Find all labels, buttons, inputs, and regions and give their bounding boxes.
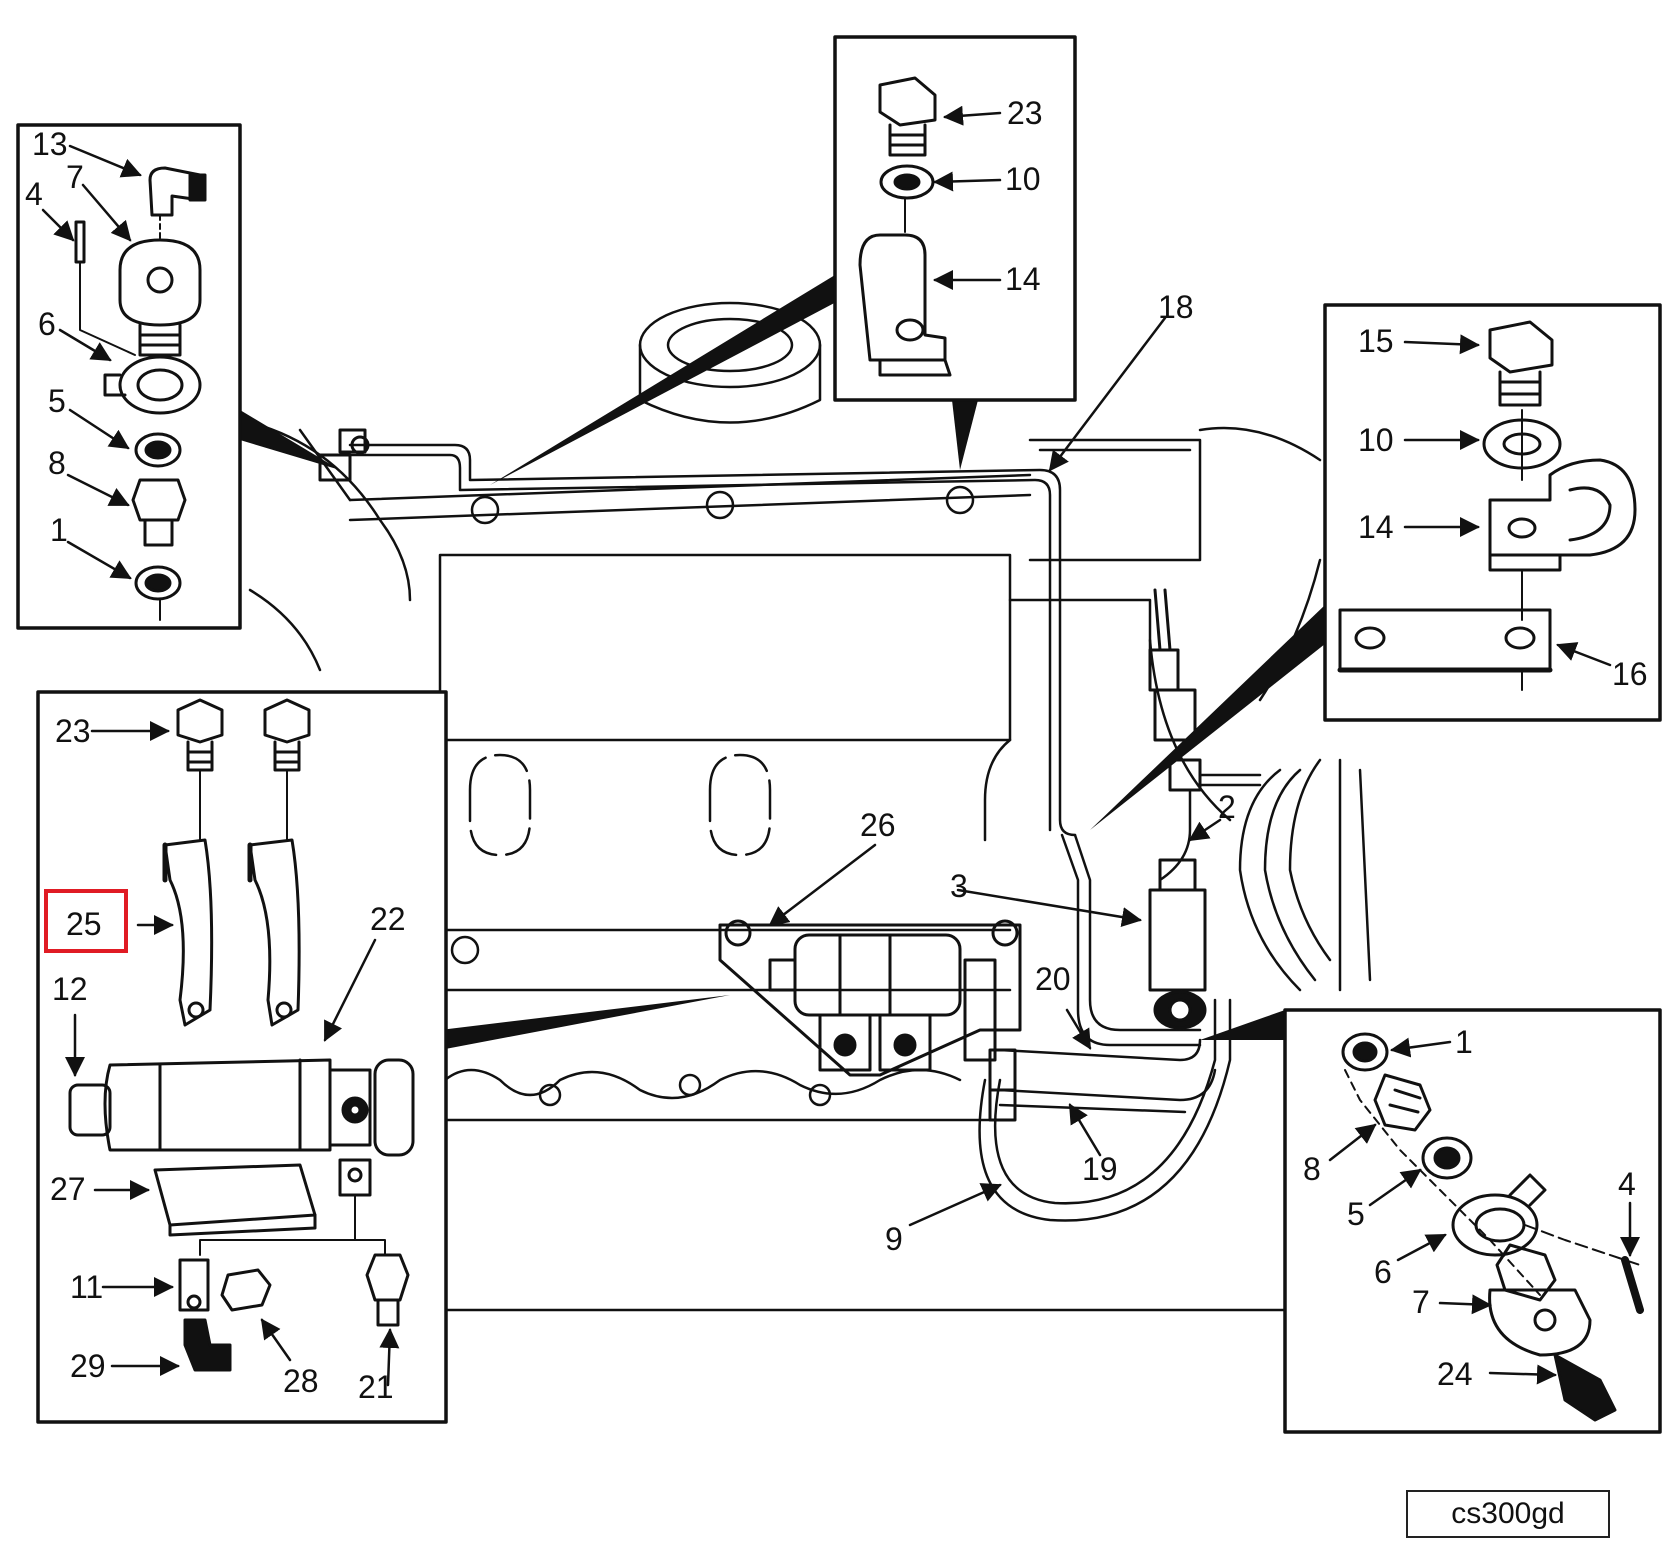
- figure-code-label: cs300gd: [1406, 1490, 1610, 1538]
- inset-middle-left-parts: [68, 698, 415, 1372]
- callout-4: 4: [1618, 1166, 1636, 1202]
- inset-top-left-parts: [74, 166, 207, 621]
- callout-8: 8: [1303, 1151, 1321, 1187]
- callout-7: 7: [1412, 1284, 1430, 1320]
- callout-6: 6: [38, 306, 56, 342]
- inset-pointer-wedges: [240, 275, 1330, 1050]
- fuel-filter-sensor: [1148, 588, 1207, 1030]
- callout-21: 21: [358, 1369, 394, 1405]
- inset-top-right-parts: [1337, 320, 1637, 691]
- callout-13: 13: [32, 126, 68, 162]
- inset-top-right-frame: [1323, 303, 1662, 722]
- engine-block-drawing: [238, 301, 1372, 1312]
- callout-23: 23: [1007, 95, 1043, 131]
- inset-top-center-frame: [833, 35, 1077, 402]
- inset-bottom-right-parts: [1341, 1032, 1644, 1422]
- callout-leaders: [41, 105, 1640, 1387]
- callout-25: 25: [66, 906, 102, 942]
- callout-1: 1: [1455, 1024, 1473, 1060]
- callout-14: 14: [1358, 509, 1394, 545]
- callout-4: 4: [25, 176, 43, 212]
- callout-1: 1: [50, 512, 68, 548]
- callout-7: 7: [66, 159, 84, 195]
- callout-12: 12: [52, 971, 88, 1007]
- callout-27: 27: [50, 1171, 86, 1207]
- callout-18: 18: [1158, 289, 1194, 325]
- callout-19: 19: [1082, 1151, 1118, 1187]
- callout-2: 2: [1218, 789, 1236, 825]
- callout-5: 5: [1347, 1196, 1365, 1232]
- highlight-box-callout-25: [44, 889, 128, 953]
- inset-top-left-frame: [16, 123, 242, 630]
- fuel-pump-bracket-assembly: [718, 919, 1022, 1122]
- left-line-fitting: [318, 428, 370, 482]
- callout-8: 8: [48, 445, 66, 481]
- callout-20: 20: [1035, 961, 1071, 997]
- callout-14: 14: [1005, 261, 1041, 297]
- inset-bottom-right-frame: [1283, 1008, 1662, 1434]
- callout-24: 24: [1437, 1356, 1473, 1392]
- callout-11: 11: [70, 1269, 103, 1305]
- inset-top-center-parts: [858, 76, 952, 377]
- callout-labels: 13 7 4 6 5 8 1 23 10 14 18 15 10 14 16 2…: [25, 95, 1648, 1405]
- fuel-line-assembly: [348, 443, 1262, 1222]
- callout-28: 28: [283, 1363, 319, 1399]
- callout-29: 29: [70, 1348, 106, 1384]
- callout-5: 5: [48, 383, 66, 419]
- callout-10: 10: [1005, 161, 1041, 197]
- inset-middle-left-frame: [36, 690, 448, 1424]
- callout-23: 23: [55, 713, 91, 749]
- callout-16: 16: [1612, 656, 1648, 692]
- callout-6: 6: [1374, 1254, 1392, 1290]
- callout-9: 9: [885, 1221, 903, 1257]
- callout-3: 3: [950, 868, 968, 904]
- callout-15: 15: [1358, 323, 1394, 359]
- callout-26: 26: [860, 807, 896, 843]
- callout-10: 10: [1358, 422, 1394, 458]
- callout-22: 22: [370, 901, 406, 937]
